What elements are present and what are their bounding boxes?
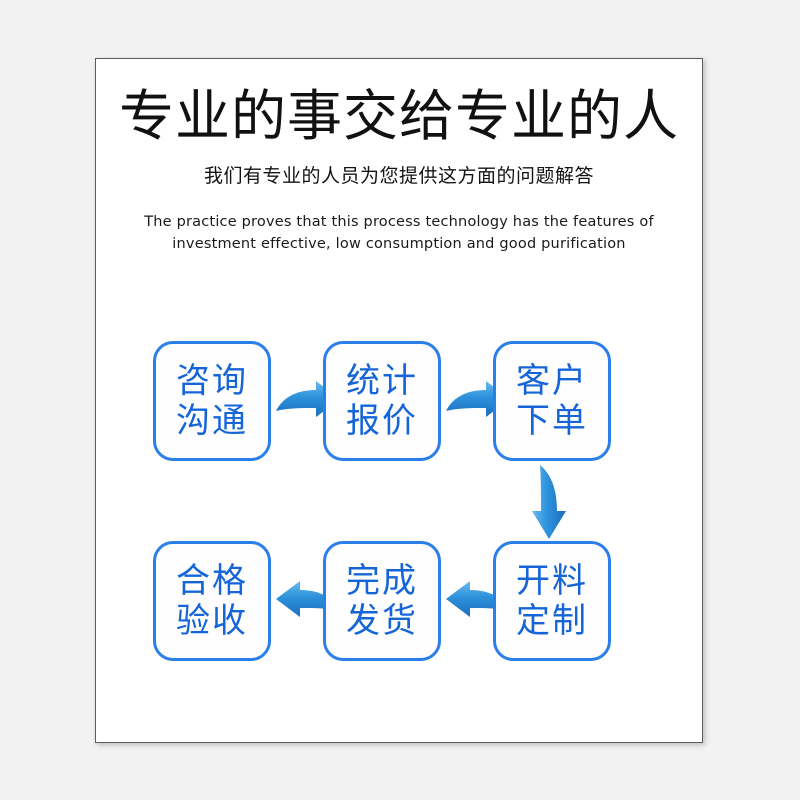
english-caption: The practice proves that this process te… <box>144 213 654 253</box>
flow-node-order-line1: 客户 <box>516 360 588 401</box>
flow-node-accept-line2: 验收 <box>176 601 248 641</box>
page-subtitle: 我们有专业的人员为您提供这方面的问题解答 <box>203 165 594 188</box>
flow-node-cutting-line2: 定制 <box>516 601 588 641</box>
flow-node-accept[interactable]: 合格 验收 <box>153 541 271 661</box>
flow-node-consult-line1: 咨询 <box>176 360 248 401</box>
headline-block: 专业的事交给专业的人 我们有专业的人员为您提供这方面的问题解答 The prac… <box>96 59 702 256</box>
flow-node-consult[interactable]: 咨询 沟通 <box>153 341 271 461</box>
flow-node-shipping-line1: 完成 <box>346 560 418 601</box>
flow-node-cutting-line1: 开料 <box>516 560 588 601</box>
flow-node-cutting[interactable]: 开料 定制 <box>493 541 611 661</box>
flow-node-quote-line1: 统计 <box>346 360 418 401</box>
flow-node-quote-line2: 报价 <box>346 401 418 441</box>
flow-node-shipping-line2: 发货 <box>346 601 418 641</box>
flow-node-shipping[interactable]: 完成 发货 <box>323 541 441 661</box>
flow-node-order[interactable]: 客户 下单 <box>493 341 611 461</box>
page-title: 专业的事交给专业的人 <box>118 84 679 148</box>
process-flow-diagram: 咨询 沟通 统计 报价 客户 下单 开料 定制 完成 发货 合格 验收 <box>96 59 702 742</box>
flow-node-quote[interactable]: 统计 报价 <box>323 341 441 461</box>
arrow-order-to-cutting <box>528 463 576 541</box>
flow-node-accept-line1: 合格 <box>176 560 248 601</box>
flow-node-order-line2: 下单 <box>516 401 588 441</box>
poster-card: 专业的事交给专业的人 我们有专业的人员为您提供这方面的问题解答 The prac… <box>95 58 703 743</box>
flow-node-consult-line2: 沟通 <box>176 401 248 441</box>
